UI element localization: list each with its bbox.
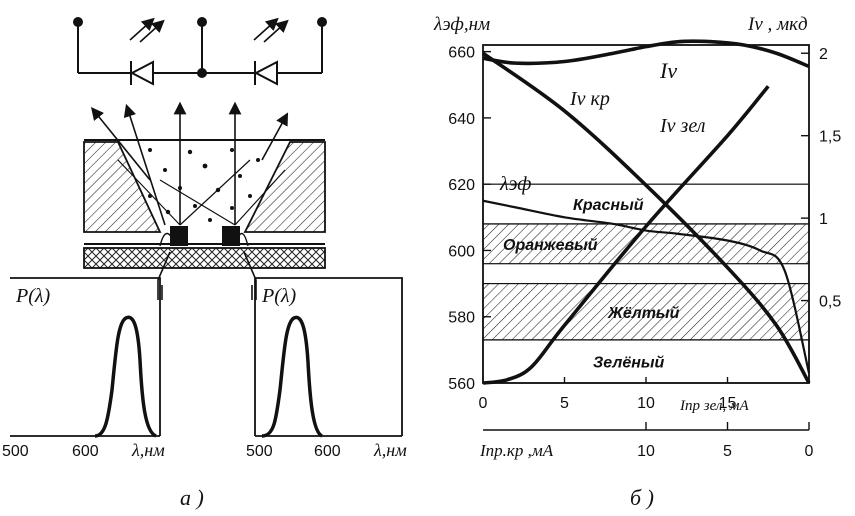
spectrum-left: P(λ) 500 600 λ,нм bbox=[2, 277, 165, 460]
tick-label: 500 bbox=[2, 443, 29, 460]
series-line-Iv кр bbox=[481, 51, 811, 384]
x-bottom-tick-label: 10 bbox=[637, 443, 655, 460]
x-bottom-tick-label: 0 bbox=[805, 443, 814, 460]
x-top-axis-label: Iпр зел, мА bbox=[679, 398, 749, 414]
power-axis-label: P(λ) bbox=[15, 285, 51, 307]
x-top-tick-label: 10 bbox=[637, 395, 655, 412]
y-right-tick-label: 1 bbox=[819, 211, 828, 228]
curve-label-Iv-kr: Iv кр bbox=[569, 88, 610, 110]
wavelength-axis-label: λ,нм bbox=[131, 440, 165, 460]
junction-node bbox=[197, 68, 207, 78]
led-chip bbox=[222, 226, 240, 246]
terminal-node bbox=[197, 17, 207, 27]
x-top-tick-label: 15 bbox=[719, 395, 737, 412]
y-left-tick-label: 640 bbox=[448, 111, 475, 128]
phosphor-dots bbox=[148, 148, 260, 222]
curve-label-lambda-ef: λэф bbox=[499, 173, 531, 195]
tick-label: 500 bbox=[246, 443, 273, 460]
y-left-tick-label: 600 bbox=[448, 243, 475, 260]
curve-label-Iv: Iv bbox=[659, 58, 677, 83]
power-axis-label: P(λ) bbox=[261, 285, 297, 307]
band-label: Оранжевый bbox=[503, 237, 598, 254]
band-label: Зелёный bbox=[593, 354, 665, 371]
current-wavelength-chart: 560 580 600 620 640 660 0,5 1 1,5 2 0 5 10 15 10 5 0 Кр… bbox=[433, 14, 841, 460]
tick-label: 600 bbox=[72, 443, 99, 460]
series-line-λэф bbox=[482, 199, 811, 374]
color-band bbox=[482, 183, 810, 225]
spectrum-curve bbox=[94, 315, 157, 438]
x-bottom-axis-label: Iпр.кр ,мА bbox=[479, 441, 554, 460]
left-axis-label: λэф,нм bbox=[433, 14, 490, 35]
terminal-node bbox=[317, 17, 327, 27]
circuit-diagram bbox=[73, 17, 327, 86]
curve-label-Iv-zel: Iv зел bbox=[659, 115, 706, 137]
y-left-tick-label: 660 bbox=[448, 45, 475, 62]
spectrum-right: P(λ) 500 600 λ,нм bbox=[246, 277, 407, 460]
led-diode-icon bbox=[253, 60, 278, 86]
caption-a: а ) bbox=[180, 485, 204, 510]
led-diode-icon bbox=[129, 60, 154, 86]
series-line-Iv bbox=[482, 39, 810, 69]
terminal-node bbox=[73, 17, 83, 27]
x-top-tick-label: 0 bbox=[479, 395, 488, 412]
wavelength-axis-label: λ,нм bbox=[373, 440, 407, 460]
substrate bbox=[83, 247, 326, 269]
y-right-tick-label: 2 bbox=[819, 46, 828, 63]
y-left-tick-label: 620 bbox=[448, 177, 475, 194]
series-line-Iv зел bbox=[482, 85, 770, 385]
y-left-tick-label: 580 bbox=[448, 310, 475, 327]
y-left-tick-label: 560 bbox=[448, 376, 475, 393]
tick-label: 600 bbox=[314, 443, 341, 460]
caption-b: б ) bbox=[630, 485, 654, 510]
x-bottom-tick-label: 5 bbox=[723, 443, 732, 460]
band-label: Красный bbox=[573, 197, 644, 214]
led-chip bbox=[170, 226, 188, 246]
y-right-tick-label: 0,5 bbox=[819, 294, 841, 311]
band-label: Жёлтый bbox=[607, 305, 680, 322]
led-package-cross-section bbox=[83, 101, 326, 300]
x-top-tick-label: 5 bbox=[560, 395, 569, 412]
y-right-tick-label: 1,5 bbox=[819, 129, 841, 146]
spectrum-curve bbox=[261, 315, 324, 438]
light-emission-icon bbox=[129, 17, 289, 43]
right-axis-label: Iv , мкд bbox=[747, 14, 808, 35]
